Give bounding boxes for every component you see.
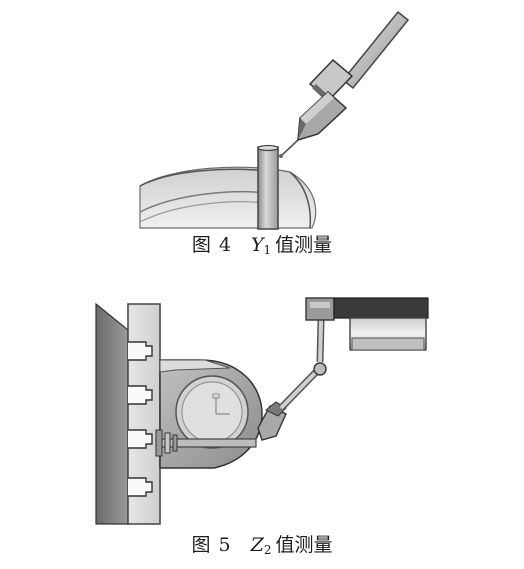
fixture-bracket xyxy=(159,359,263,469)
figure-5-illustration xyxy=(95,297,429,525)
figure-5-variable: Z2 xyxy=(250,534,272,557)
figure-5-description: 值测量 xyxy=(275,534,333,556)
figure-4-label: 图 xyxy=(191,234,211,256)
figure-5-subscript: 2 xyxy=(263,543,272,557)
figure-4-description: 值测量 xyxy=(275,234,333,256)
t-slot-table xyxy=(127,303,161,525)
probe-arm xyxy=(278,319,327,411)
figure-5-label: 图 xyxy=(191,534,211,556)
figure-4-illustration xyxy=(139,10,410,230)
machine-wall xyxy=(95,302,129,525)
figure-4-variable: Y1 xyxy=(250,234,272,257)
probe-assembly xyxy=(297,10,410,142)
figure-4-number: 4 xyxy=(218,234,231,256)
probe-stylus xyxy=(279,139,299,158)
figure-5-number: 5 xyxy=(218,534,231,556)
gauge-bar xyxy=(155,429,257,457)
workpiece-disk xyxy=(139,166,317,229)
measured-pin xyxy=(257,144,279,230)
spindle-head xyxy=(305,297,429,351)
figure-4-subscript: 1 xyxy=(263,243,272,257)
